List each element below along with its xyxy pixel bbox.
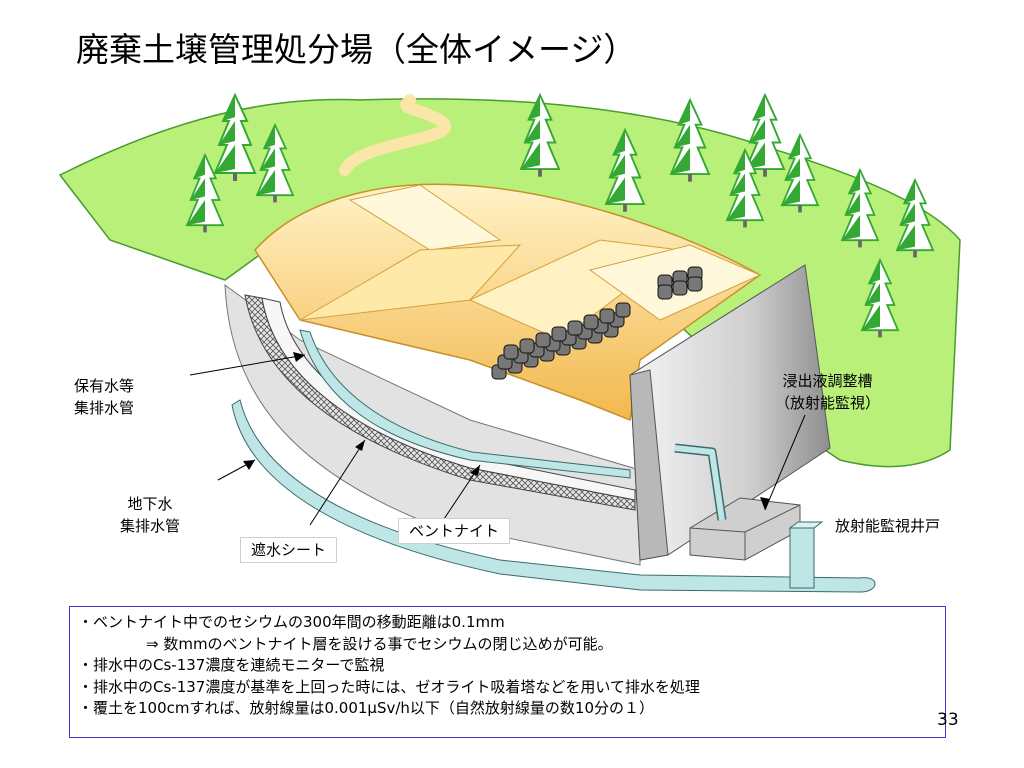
waste-bag-icon xyxy=(672,280,688,296)
tree-icon xyxy=(860,257,900,338)
label-monitoring-well: 放射能監視井戸 xyxy=(835,517,941,535)
page-number: 33 xyxy=(937,710,959,730)
tree-icon xyxy=(185,152,225,233)
tree-group xyxy=(185,92,935,338)
note-line: ⇒ 数mmのベントナイト層を設ける事でセシウムの閉じ込めが可能。 xyxy=(146,634,613,653)
pit-liner xyxy=(224,283,641,566)
access-road xyxy=(339,94,451,176)
tree-icon xyxy=(255,122,295,203)
arrowheads xyxy=(243,352,770,510)
waste-bag-icon xyxy=(503,344,519,360)
collect-water-pipe xyxy=(299,329,631,479)
tree-icon xyxy=(604,127,646,212)
waste-bag-icon xyxy=(599,308,615,324)
label-bentonite: ベントナイト xyxy=(398,518,511,544)
groundwater-pipe xyxy=(231,399,876,593)
leader-lines xyxy=(189,354,806,526)
note-line: ・覆土を100cmすれば、放射線量は0.001μSv/h以下（自然放射線量の数1… xyxy=(78,699,655,717)
waste-bag-icon xyxy=(687,276,703,292)
tree-icon xyxy=(895,177,935,258)
label-leachate-tank: 浸出液調整槽 （放射能監視） xyxy=(775,370,880,414)
tree-icon xyxy=(669,97,711,182)
label-line: 集排水管 xyxy=(74,399,135,417)
label-line: 浸出液調整槽 xyxy=(782,372,873,390)
waste-bag-icon xyxy=(583,314,599,330)
tree-icon xyxy=(744,92,786,177)
waste-bag-icon xyxy=(657,284,673,300)
tree-icon xyxy=(780,132,820,213)
waste-bag-icon xyxy=(519,338,535,354)
waste-bag-group xyxy=(491,266,703,380)
tree-icon xyxy=(213,92,257,181)
label-line: 集排水管 xyxy=(120,517,181,535)
note-line: ・排水中のCs-137濃度を連続モニターで監視 xyxy=(78,656,385,674)
waste-bag-icon xyxy=(535,332,551,348)
tree-icon xyxy=(840,167,880,248)
notes-box: ・ベントナイト中でのセシウムの300年間の移動距離は0.1mm ⇒ 数mmのベン… xyxy=(69,606,946,738)
waste-bag-icon xyxy=(567,320,583,336)
tree-icon xyxy=(725,147,765,228)
label-line: 地下水 xyxy=(127,495,173,513)
note-line: ・ベントナイト中でのセシウムの300年間の移動距離は0.1mm xyxy=(78,613,505,631)
waterproof-sheet-layer xyxy=(261,297,636,501)
label-groundwater-pipe: 地下水 集排水管 xyxy=(120,493,180,537)
label-collect-pipe: 保有水等 集排水管 xyxy=(74,375,134,419)
label-waterproof-sheet: 遮水シート xyxy=(240,537,338,563)
label-line: （放射能監視） xyxy=(775,394,881,412)
waste-bag-icon xyxy=(551,326,567,342)
waste-bag-icon xyxy=(615,302,631,318)
monitoring-well xyxy=(789,527,815,589)
tree-icon xyxy=(519,92,561,177)
page-title: 廃棄土壌管理処分場（全体イメージ） xyxy=(76,30,637,69)
label-line: 保有水等 xyxy=(74,377,135,395)
note-line: ・排水中のCs-137濃度が基準を上回った時には、ゼオライト吸着塔などを用いて排… xyxy=(78,677,700,696)
